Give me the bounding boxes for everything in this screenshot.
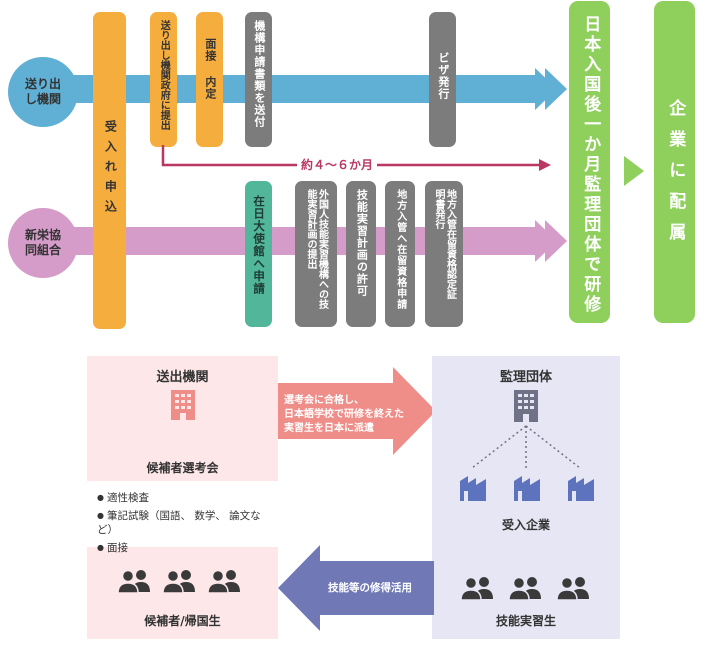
factory-icon xyxy=(514,476,540,501)
people-icon xyxy=(508,576,541,600)
factory-icon xyxy=(460,476,486,501)
send-documents-label: 機構申請書類を送付 xyxy=(252,20,266,128)
accepting-companies-label: 受入企業 xyxy=(501,518,550,532)
sending-organization-panel: 送出機関 候補者選考会 適性検査 筆記試験（国語、 数学、 論文など） 面接 候… xyxy=(87,356,278,639)
skills-return-arrow xyxy=(278,545,434,631)
checklist-item: 適性検査 xyxy=(97,491,268,505)
supervising-organization-title: 監理団体 xyxy=(499,370,552,385)
interview-label: 面接 内定 xyxy=(203,38,217,100)
factory-icon xyxy=(568,476,594,501)
building-icon xyxy=(514,390,538,422)
selection-checklist: 適性検査 筆記試験（国語、 数学、 論文など） 面接 xyxy=(87,481,278,554)
accept-application-label: 受入れ申込 xyxy=(103,120,118,220)
dispatch-description: 選考会に合格し、 日本語学校で研修を終えた 実習生を日本に派遣 xyxy=(284,395,404,434)
interview-box: 面接 内定 xyxy=(196,12,223,147)
building-icon xyxy=(171,390,195,420)
submit-plan-box: 外国人技能実習機構への技能実習計画の提出 xyxy=(295,181,337,327)
people-icon xyxy=(207,569,240,593)
people-icon xyxy=(460,576,493,600)
dispatch-arrow xyxy=(278,367,436,455)
visa-issued-box: ビザ発行 xyxy=(429,12,456,147)
checklist-item: 面接 xyxy=(97,541,268,555)
plan-approval-box: 技能実習計画の許可 xyxy=(346,181,376,327)
union-label: 新栄協同組合 xyxy=(24,228,61,257)
assignment-chevron xyxy=(624,156,644,186)
trainees-label: 技能実習生 xyxy=(495,614,556,628)
skills-return-description: 技能等の修得活用 xyxy=(328,582,412,594)
residence-certificate-box: 地方入管在留資格認定証明書発行 xyxy=(425,181,463,327)
people-icon xyxy=(556,576,589,600)
residence-certificate-label: 地方入管在留資格認定証明書発行 xyxy=(433,189,456,299)
submit-to-government-label: 送り出し機関政府に提出 xyxy=(158,20,170,130)
residence-application-label: 地方入管へ在留資格申請 xyxy=(394,189,406,310)
checklist-item: 筆記試験（国語、 数学、 論文など） xyxy=(97,509,268,537)
accept-application-box: 受入れ申込 xyxy=(93,12,126,329)
submit-to-government-box: 送り出し機関政府に提出 xyxy=(150,12,177,147)
visa-issued-label: ビザ発行 xyxy=(436,52,450,100)
company-connectors xyxy=(471,425,581,469)
sending-organization-node: 送り出し機関 xyxy=(8,57,78,127)
assign-company-label: 企業に配属 xyxy=(665,99,686,254)
people-icon xyxy=(162,569,195,593)
apply-embassy-box: 在日大使館へ申請 xyxy=(245,181,272,327)
plan-approval-label: 技能実習計画の許可 xyxy=(355,189,369,297)
union-node: 新栄協同組合 xyxy=(8,208,78,278)
supervising-organization-panel: 監理団体 受入企業 xyxy=(432,356,620,639)
duration-label: 約４～６か月 xyxy=(297,157,378,173)
candidates-label: 候補者/帰国生 xyxy=(144,614,221,628)
apply-embassy-label: 在日大使館へ申請 xyxy=(252,195,267,295)
training-after-entry-label: 日本入国後一か月監理団体で研修 xyxy=(580,15,601,315)
send-documents-box: 機構申請書類を送付 xyxy=(245,12,272,147)
duration-arrow xyxy=(161,145,551,171)
sending-organization-label: 送り出し機関 xyxy=(24,77,61,106)
assign-company-box: 企業に配属 xyxy=(654,1,695,323)
sending-organization-title: 送出機関 xyxy=(156,370,209,385)
training-after-entry-box: 日本入国後一か月監理団体で研修 xyxy=(569,1,610,323)
residence-application-box: 地方入管へ在留資格申請 xyxy=(385,181,415,327)
submit-plan-label: 外国人技能実習機構への技能実習計画の提出 xyxy=(305,189,328,309)
selection-meeting-label: 候補者選考会 xyxy=(146,461,219,475)
people-icon xyxy=(117,569,150,593)
